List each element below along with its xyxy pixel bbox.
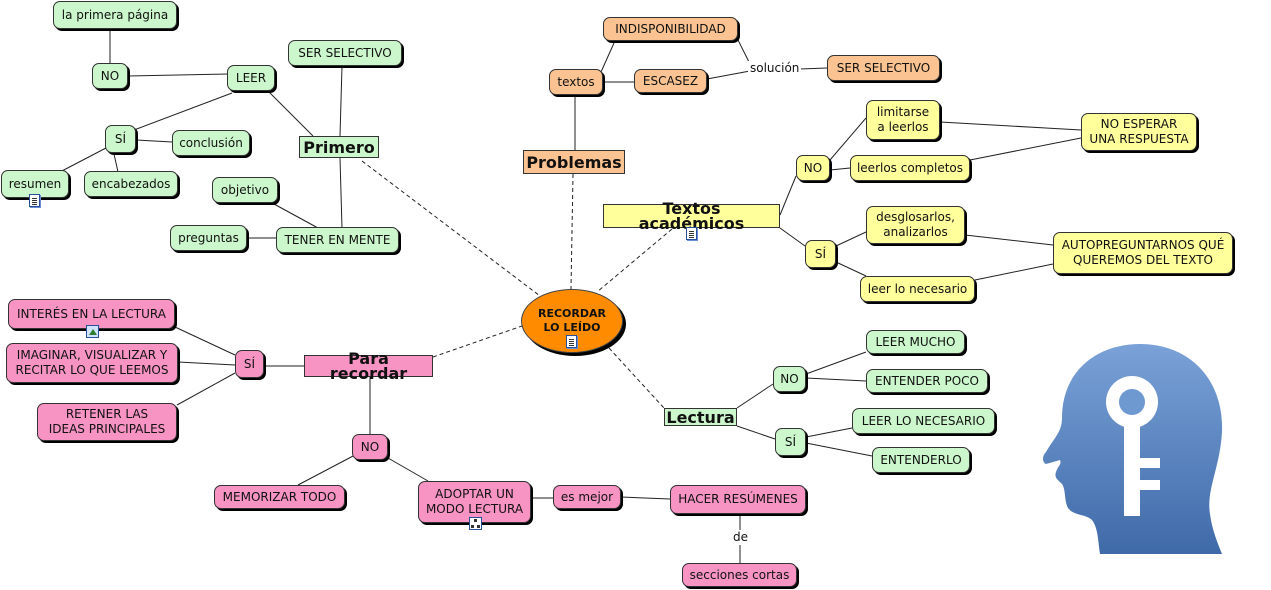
node-no-recordar: NO [352,434,388,460]
concept-textos-academicos: Textos académicos [603,201,780,232]
node-es-mejor: es mejor [553,485,621,509]
node-si-lectura: SÍ [775,428,806,456]
node-ser-selectivo-primero: SER SELECTIVO [288,40,402,66]
node-si-textos: SÍ [805,240,836,268]
node-hacer-resumenes: HACER RESÚMENES [670,485,806,514]
node-leer-mucho: LEER MUCHO [866,330,965,354]
node-indisponibilidad: INDISPONIBILIDAD [603,17,738,41]
node-desglosarlos: desglosarlos, analizarlos [866,206,965,244]
node-autopreguntarnos: AUTOPREGUNTARNOS QUÉ QUEREMOS DEL TEXTO [1053,232,1233,274]
node-secciones-cortas: secciones cortas [682,563,797,587]
node-si-recordar: SÍ [235,350,264,378]
label-de: de [731,530,750,544]
node-si-primero: SÍ [105,125,136,153]
node-objetivo: objetivo [212,177,278,203]
textos-document-icon[interactable] [686,227,697,240]
node-no-leer: NO [92,63,128,89]
node-leerlos-completos: leerlos completos [850,155,970,181]
node-leer: LEER [227,65,275,91]
resumen-document-icon[interactable] [29,194,40,207]
node-memorizar-todo: MEMORIZAR TODO [214,485,345,509]
node-entenderlo: ENTENDERLO [872,447,970,473]
concept-problemas: Problemas [523,150,625,174]
adoptar-concept-map-icon[interactable] [469,517,482,530]
node-limitarse: limitarse a leerlos [866,100,940,140]
concept-primero: Primero [299,136,379,158]
center-document-icon[interactable] [566,335,577,348]
node-tener-en-mente: TENER EN MENTE [276,227,399,253]
node-no-textos: NO [796,155,830,181]
node-entender-poco: ENTENDER POCO [866,369,988,393]
node-conclusion: conclusión [172,130,250,156]
node-escasez: ESCASEZ [634,69,707,93]
node-no-lectura: NO [773,366,806,392]
concept-lectura: Lectura [664,408,737,426]
node-ser-selectivo-problemas: SER SELECTIVO [827,55,940,81]
head-with-key-icon [1043,344,1223,554]
label-solucion: solución [748,61,802,75]
concept-para-recordar: Para recordar [304,351,433,382]
node-leer-lo-necesario-textos: leer lo necesario [860,276,975,302]
node-no-esperar: NO ESPERAR UNA RESPUESTA [1081,113,1197,151]
node-textos: textos [549,69,603,95]
node-imaginar: IMAGINAR, VISUALIZAR Y RECITAR LO QUE LE… [6,343,178,383]
node-preguntas: preguntas [170,225,247,251]
node-la-primera-pagina: la primera página [53,1,177,29]
node-retener: RETENER LAS IDEAS PRINCIPALES [37,403,177,441]
interes-image-icon[interactable] [86,325,99,338]
node-encabezados: encabezados [84,171,178,197]
node-adoptar: ADOPTAR UN MODO LECTURA [418,481,531,523]
node-leer-lo-necesario-lectura: LEER LO NECESARIO [852,408,995,434]
